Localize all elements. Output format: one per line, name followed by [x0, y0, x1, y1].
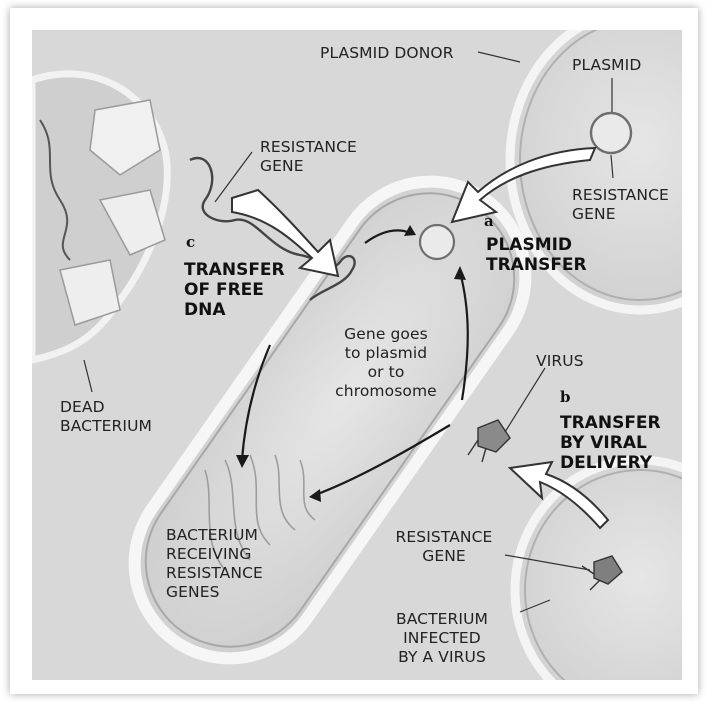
gene-goes-caption: Gene goes to plasmid or to chromosome	[316, 325, 456, 401]
resistance-gene-free-dna-label: RESISTANCE GENE	[260, 138, 357, 176]
mechanism-b-letter: b	[560, 388, 571, 406]
viral-delivery-title: TRANSFER BY VIRAL DELIVERY	[560, 413, 661, 473]
donor-plasmid	[591, 113, 631, 153]
receiving-bacterium-label: BACTERIUM RECEIVING RESISTANCE GENES	[166, 526, 263, 602]
free-dna-transfer-title: TRANSFER OF FREE DNA	[184, 260, 285, 320]
mechanism-a-letter: a	[484, 212, 494, 230]
infected-bacterium-label: BACTERIUM INFECTED BY A VIRUS	[372, 610, 512, 667]
received-plasmid	[420, 225, 454, 259]
dead-bacterium-label: DEAD BACTERIUM	[60, 398, 152, 436]
plasmid-transfer-title: PLASMID TRANSFER	[486, 235, 587, 275]
virus-label: VIRUS	[536, 352, 584, 371]
plasmid-donor-label: PLASMID DONOR	[320, 44, 454, 63]
mechanism-c-letter: c	[186, 233, 195, 251]
resistance-gene-viral-label: RESISTANCE GENE	[384, 528, 504, 566]
plasmid-label: PLASMID	[572, 56, 641, 75]
resistance-gene-donor-label: RESISTANCE GENE	[572, 186, 669, 224]
